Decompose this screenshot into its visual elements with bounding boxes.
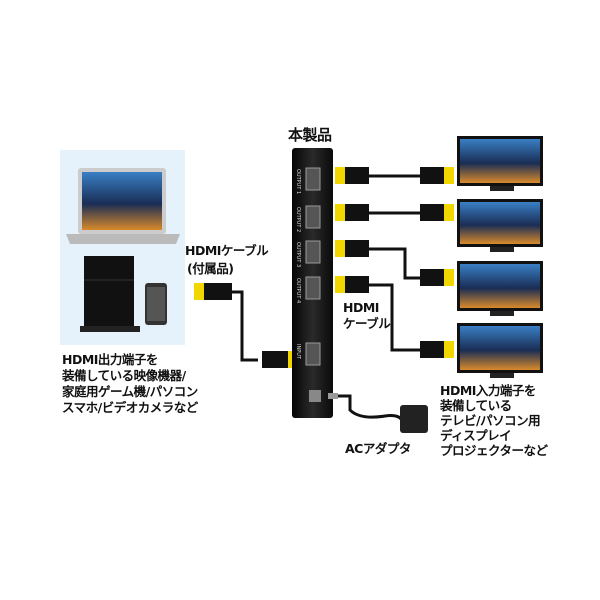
monitor-images bbox=[457, 136, 543, 378]
source-devices-line2: 装備している映像機器/ bbox=[62, 368, 186, 383]
hdmi-splitter-device bbox=[292, 148, 333, 418]
source-devices-line3: 家庭用ゲーム機/パソコン bbox=[62, 384, 198, 399]
output-hdmi-cables bbox=[368, 174, 420, 352]
laptop-image bbox=[66, 168, 180, 244]
game-console-image bbox=[80, 256, 140, 332]
output-cable-label-line2: ケーブル bbox=[343, 316, 391, 331]
displays-line5: プロジェクターなど bbox=[440, 443, 548, 458]
displays-line3: テレビ/パソコン用 bbox=[440, 413, 541, 428]
source-devices-line1: HDMI出力端子を bbox=[62, 352, 158, 367]
output-plugs bbox=[335, 167, 454, 358]
displays-line2: 装備している bbox=[440, 398, 512, 413]
ac-adapter-image bbox=[328, 393, 428, 433]
smartphone-image bbox=[145, 283, 167, 325]
input-hdmi-cable bbox=[194, 283, 298, 368]
source-devices-line4: スマホ/ビデオカメラなど bbox=[62, 400, 198, 415]
output-cable-label-line1: HDMI bbox=[343, 300, 379, 315]
port-label-input: INPUT bbox=[295, 344, 301, 359]
port-label-output-3: OUTPUT 3 bbox=[295, 242, 301, 268]
input-cable-label-line2: (付属品) bbox=[187, 261, 234, 276]
ac-adapter-label: ACアダプタ bbox=[345, 441, 411, 456]
port-label-output-2: OUTPUT 2 bbox=[295, 207, 301, 233]
displays-line4: ディスプレイ bbox=[440, 428, 512, 443]
port-label-output-4: OUTPUT 4 bbox=[295, 278, 301, 304]
input-cable-label-line1: HDMIケーブル bbox=[185, 243, 269, 258]
port-label-output-1: OUTPUT 1 bbox=[295, 169, 301, 195]
product-label: 本製品 bbox=[288, 126, 332, 144]
displays-line1: HDMI入力端子を bbox=[440, 383, 536, 398]
